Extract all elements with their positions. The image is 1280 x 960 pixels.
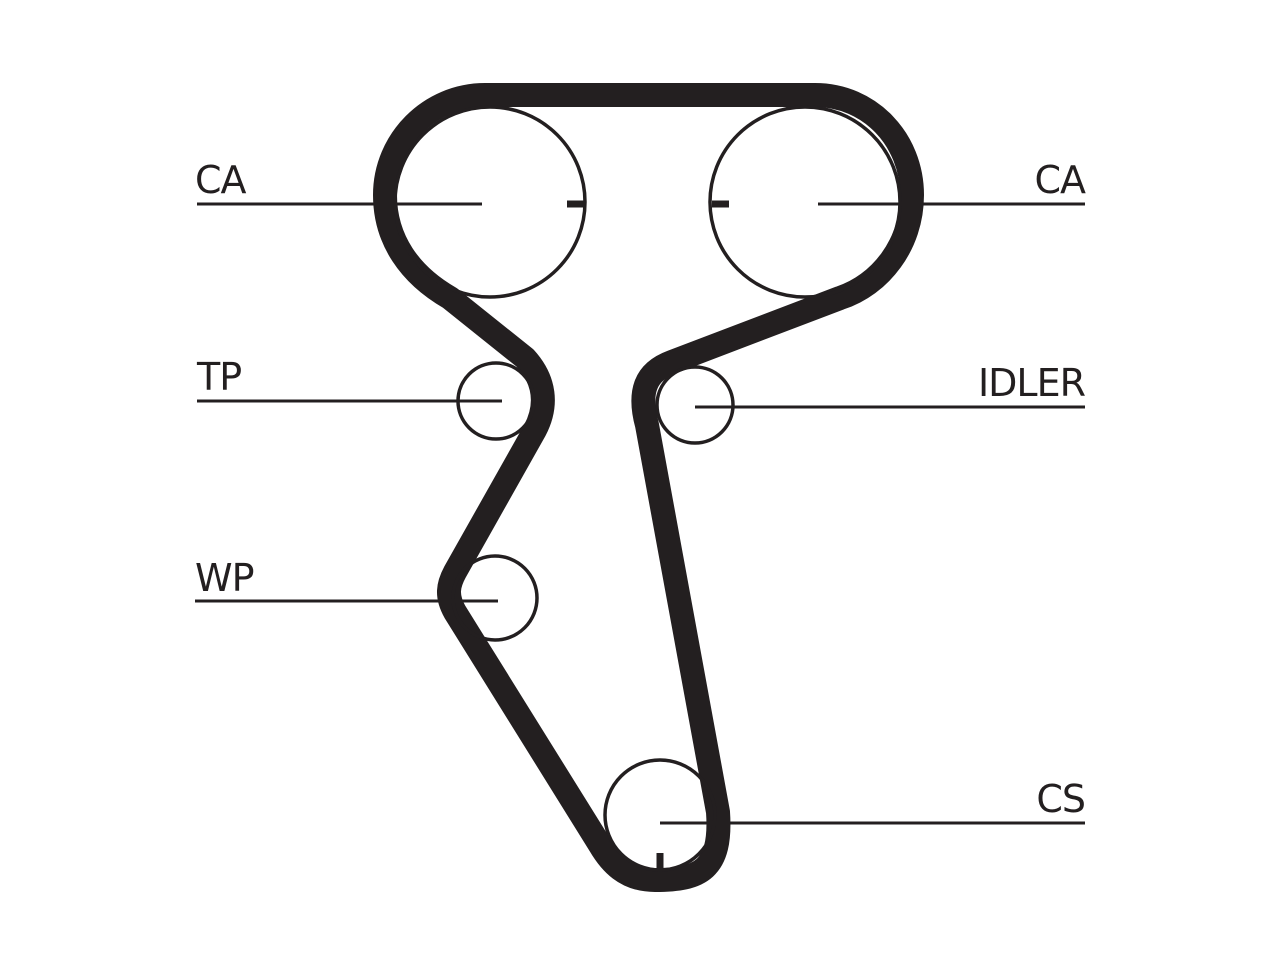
- idler-pulley: [655, 365, 735, 445]
- wp-label: WP: [195, 556, 254, 600]
- ca-left-pulley: [393, 105, 587, 299]
- cs-label: CS: [1036, 777, 1085, 821]
- cs-pulley: [603, 758, 717, 872]
- ca-right-label: CA: [1034, 158, 1086, 202]
- timing-belt: [373, 83, 924, 892]
- wp-pulley: [451, 554, 539, 642]
- idler-label: IDLER: [978, 361, 1086, 405]
- ca-left-label: CA: [195, 158, 247, 202]
- ca-right-pulley: [708, 105, 902, 299]
- tp-label: TP: [196, 355, 241, 399]
